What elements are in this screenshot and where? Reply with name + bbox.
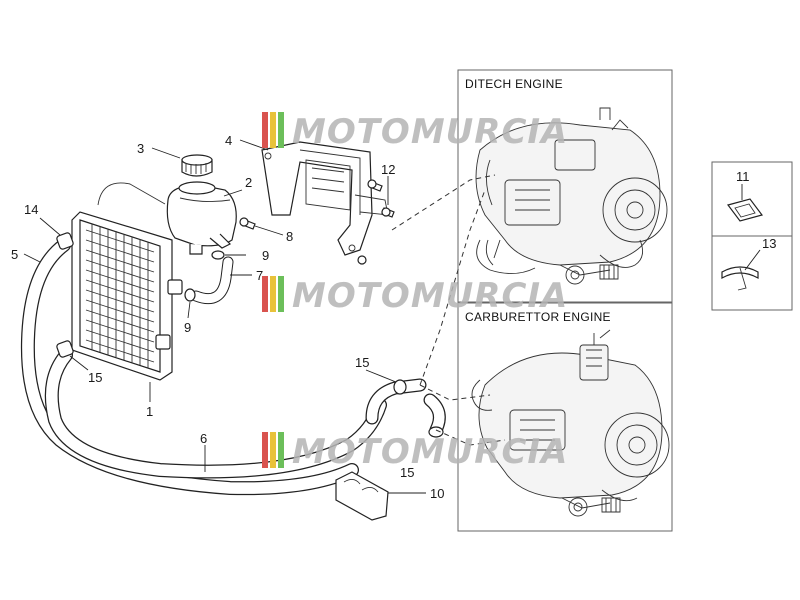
callout-5: 5 <box>11 247 18 262</box>
bolt-part-8 <box>239 217 256 230</box>
ditech-engine-panel: DITECH ENGINE <box>457 69 673 303</box>
hose-clamp-part-14 <box>56 232 74 250</box>
watermark-text: MOTOMURCIA <box>292 276 568 316</box>
carburettor-engine-illustration <box>471 329 670 517</box>
callout-7: 7 <box>256 268 263 283</box>
radiator-part-1 <box>71 211 183 381</box>
callout-9-lower: 9 <box>184 320 191 335</box>
stripe-red <box>262 276 268 312</box>
callout-4: 4 <box>225 133 232 148</box>
small-hose-part-7 <box>190 256 234 305</box>
clip-detail-panel <box>711 161 793 311</box>
callout-15-lower: 15 <box>400 465 414 480</box>
hose-clamp-part-9a <box>211 250 225 260</box>
hose-clip-part-13 <box>721 266 759 291</box>
callout-13: 13 <box>762 236 776 251</box>
callout-15-radiator: 15 <box>88 370 102 385</box>
callout-15-engine-hose: 15 <box>355 355 369 370</box>
callout-labels: 3 2 4 14 5 8 9 9 7 1 6 15 15 15 10 12 11… <box>11 133 776 501</box>
watermark-text: MOTOMURCIA <box>292 112 568 152</box>
callout-12: 12 <box>381 162 395 177</box>
engine-hose-lower <box>423 393 446 437</box>
spring-clip-part-11 <box>726 198 764 222</box>
callout-2: 2 <box>245 175 252 190</box>
stripe-yellow <box>270 276 276 312</box>
ditech-panel-title: DITECH ENGINE <box>465 77 563 91</box>
ditech-engine-illustration <box>475 107 668 285</box>
stripe-green <box>278 432 284 468</box>
carburettor-engine-panel: CARBURETTOR ENGINE <box>457 302 673 532</box>
hose-clamp-part-15a <box>56 340 74 358</box>
bolt-lower-bracket <box>357 255 367 265</box>
stripe-red <box>262 112 268 148</box>
carburettor-panel-title: CARBURETTOR ENGINE <box>465 310 611 324</box>
routing-line-carb-upper <box>419 384 491 401</box>
callout-9-upper: 9 <box>262 248 269 263</box>
hose-clamp-part-15c <box>428 426 444 438</box>
stripe-yellow <box>270 112 276 148</box>
overflow-tube <box>97 182 166 206</box>
mounting-bracket-part-4 <box>261 141 389 256</box>
watermark-middle: MOTOMURCIA <box>262 276 568 316</box>
callout-6: 6 <box>200 431 207 446</box>
hose-clamp-part-9b <box>184 288 196 302</box>
watermark-bottom: MOTOMURCIA <box>262 432 568 472</box>
expansion-tank-part-2 <box>166 181 237 255</box>
routing-line-ditech-lower <box>419 189 486 386</box>
radiator-hose-part-6 <box>44 348 387 479</box>
stripe-green <box>278 276 284 312</box>
callout-3: 3 <box>137 141 144 156</box>
callout-8: 8 <box>286 229 293 244</box>
routing-line-carb-lower <box>435 429 506 446</box>
stripe-yellow <box>270 432 276 468</box>
callout-11: 11 <box>736 169 750 184</box>
callout-10: 10 <box>430 486 444 501</box>
hose-clamp-part-15b <box>393 379 407 395</box>
callout-leaders <box>23 139 761 494</box>
callout-14: 14 <box>24 202 38 217</box>
bolt-part-12 <box>367 179 395 218</box>
tank-cap-part-3 <box>181 154 213 177</box>
stripe-red <box>262 432 268 468</box>
routing-line-ditech-upper <box>391 174 496 231</box>
watermark-top: MOTOMURCIA <box>262 112 568 152</box>
hose-holder-part-10 <box>335 471 389 521</box>
stripe-green <box>278 112 284 148</box>
callout-1: 1 <box>146 404 153 419</box>
watermark-text: MOTOMURCIA <box>292 432 568 472</box>
